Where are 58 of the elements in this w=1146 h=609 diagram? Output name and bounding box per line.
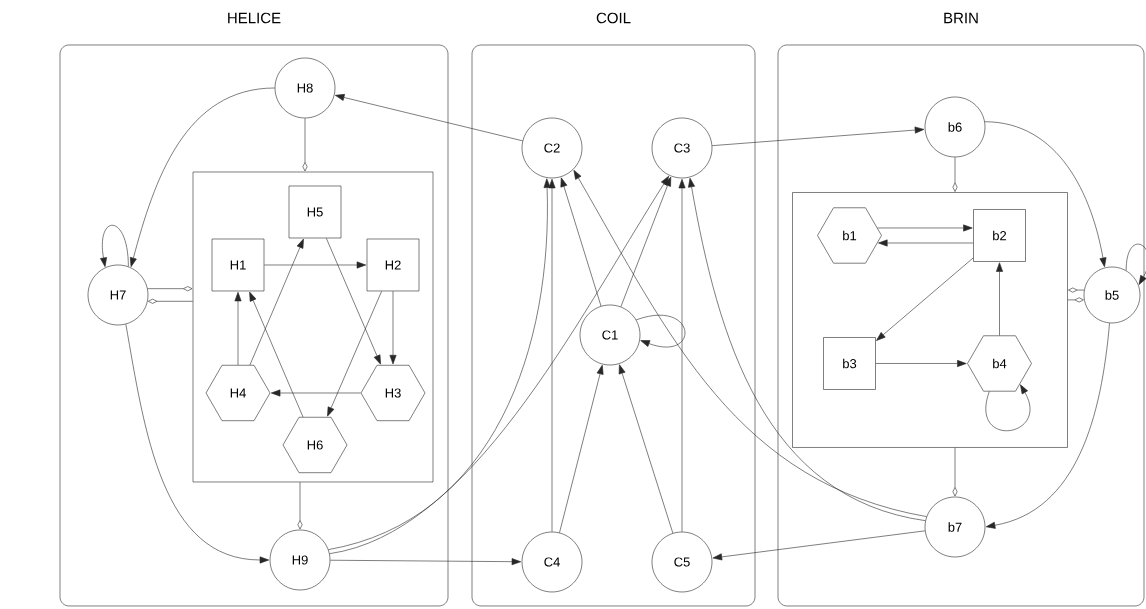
arrow <box>952 447 958 497</box>
arrow <box>389 291 397 365</box>
arrow <box>335 94 523 142</box>
arrow <box>297 482 303 530</box>
arrow <box>328 178 551 550</box>
arrow <box>1067 297 1084 303</box>
arrow <box>688 177 926 521</box>
state-box: H1 <box>211 238 265 292</box>
frame-box <box>192 171 434 483</box>
state-hexagon: H3 <box>360 364 426 421</box>
state-hexagon: b4 <box>967 335 1032 392</box>
state-box: H2 <box>366 238 420 292</box>
state-box: b3 <box>823 337 876 390</box>
state-hexagon: H6 <box>282 416 348 473</box>
arrow <box>559 364 604 533</box>
panel-heading: HELICE <box>228 12 281 24</box>
arrow <box>330 558 522 566</box>
arrow <box>327 291 382 417</box>
arrow <box>147 286 193 292</box>
arrow <box>952 157 958 192</box>
arrow <box>264 261 367 269</box>
panel-heading: BRIN <box>944 12 978 24</box>
arrow <box>618 364 674 534</box>
arrow <box>996 262 1003 336</box>
arrow <box>635 314 686 348</box>
arrow <box>712 530 926 561</box>
arrow <box>148 298 193 304</box>
arrow <box>125 323 270 564</box>
arrow <box>249 291 304 418</box>
arrow <box>875 360 967 367</box>
arrow <box>1125 243 1146 285</box>
arrow <box>1068 287 1085 293</box>
state-box: b2 <box>973 209 1026 262</box>
arrow <box>302 118 308 172</box>
arrow <box>620 176 672 307</box>
arrow <box>573 169 927 517</box>
arrow <box>270 389 361 397</box>
arrow <box>249 238 304 366</box>
panel-heading: COIL <box>596 12 631 24</box>
arrow <box>984 121 1107 268</box>
state-hexagon: H4 <box>205 364 271 421</box>
arrow <box>985 322 1110 529</box>
state-box: H5 <box>288 185 342 239</box>
arrow <box>678 178 686 532</box>
arrow <box>100 225 129 267</box>
state-hexagon: b1 <box>817 207 882 264</box>
arrow <box>326 238 381 365</box>
arrow <box>130 87 275 267</box>
arrow <box>878 239 974 247</box>
arrow <box>329 175 669 554</box>
arrow <box>876 257 974 341</box>
arrow <box>234 291 242 366</box>
frame-box <box>792 192 1068 448</box>
arrow <box>560 177 602 307</box>
arrow <box>711 126 925 146</box>
arrow <box>548 178 556 532</box>
arrow <box>985 384 1031 431</box>
arrow <box>877 224 973 232</box>
